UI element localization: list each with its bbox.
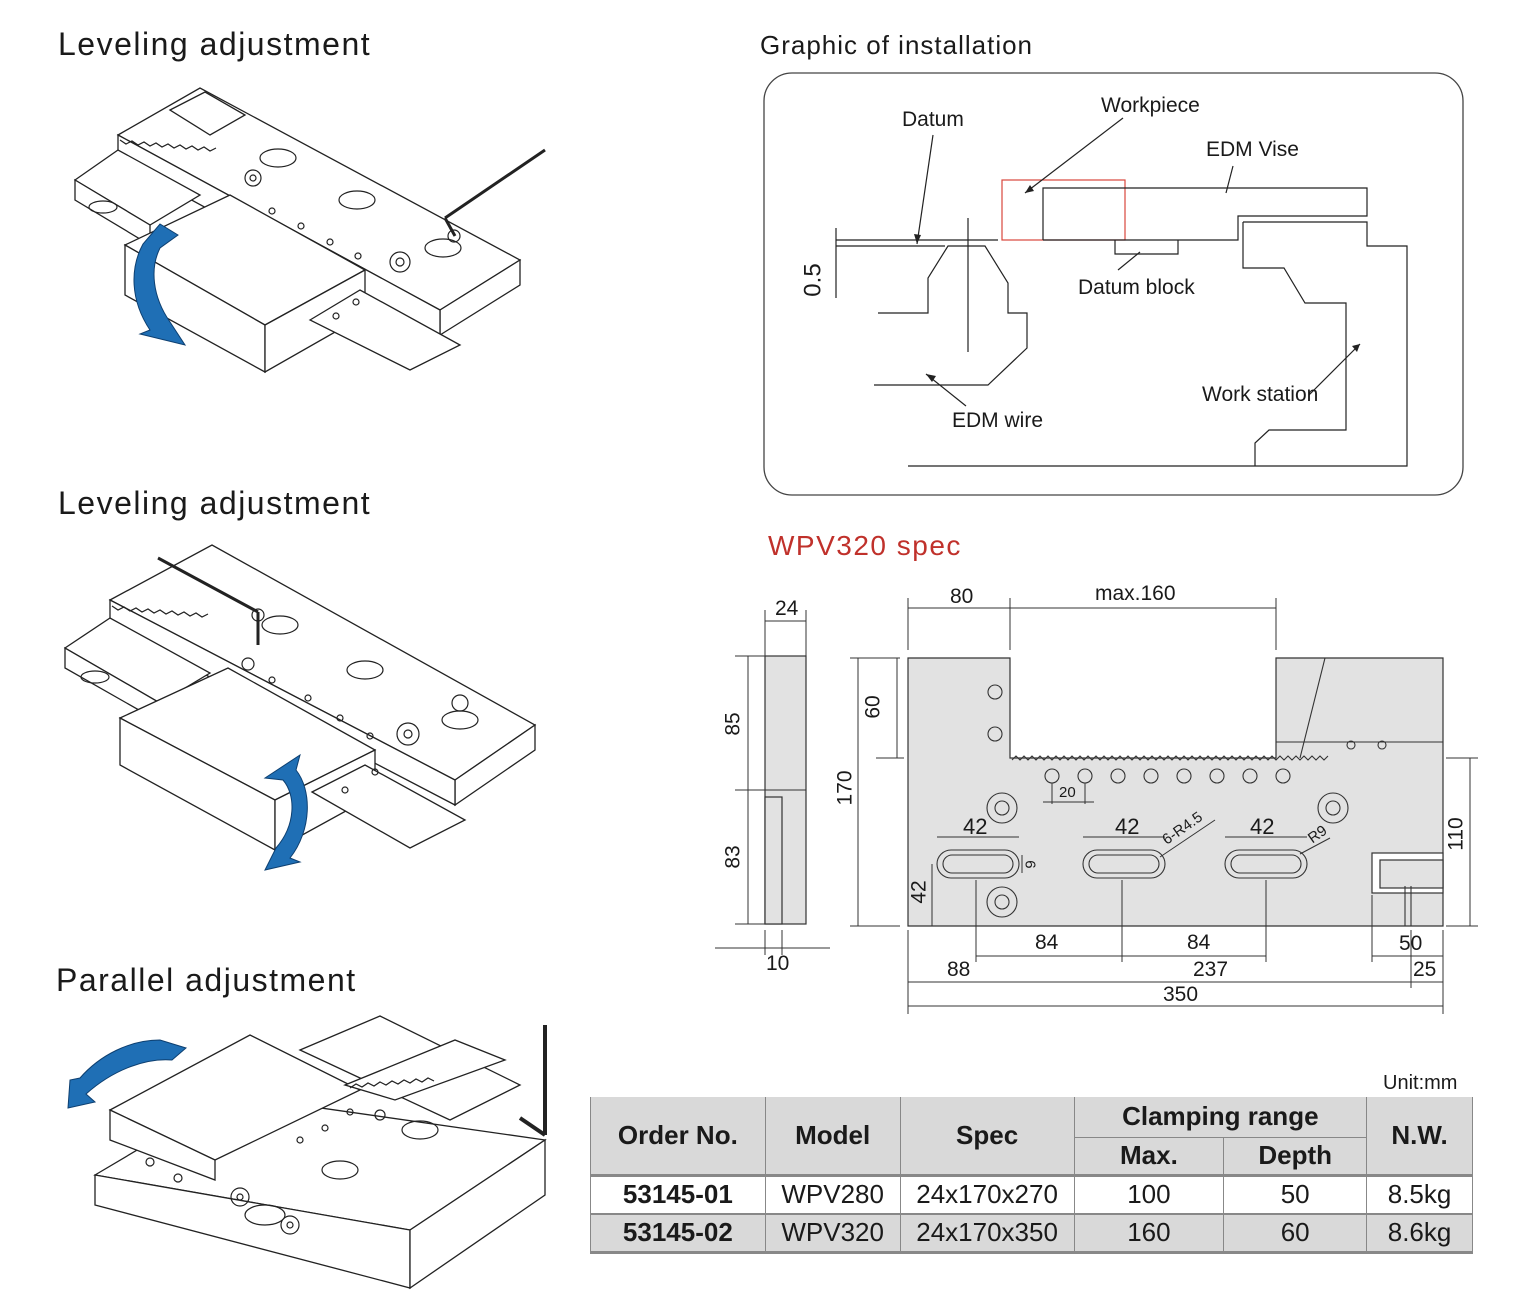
table-row: 53145-01 WPV280 24x170x270 100 50 8.5kg (590, 1173, 1473, 1214)
unit-label: Unit:mm (1383, 1072, 1458, 1094)
label-edm-wire: EDM wire (952, 409, 1044, 432)
spec-table: Order No. Model Spec Clamping range N.W.… (590, 1097, 1473, 1254)
cell-depth: 50 (1223, 1173, 1368, 1214)
dim-60: 60 (861, 695, 885, 719)
spec-drawing (715, 598, 1478, 1014)
cell-model: WPV320 (764, 1212, 901, 1254)
arrow-rotate-icon-3 (67, 1039, 188, 1109)
header-clamping-range: Clamping range (1073, 1097, 1368, 1138)
heading-leveling-2: Leveling adjustment (58, 485, 372, 521)
heading-parallel: Parallel adjustment (56, 962, 357, 998)
dim-42-slot-1: 42 (963, 814, 988, 839)
cell-order-no: 53145-02 (590, 1212, 766, 1254)
cell-spec: 24x170x350 (899, 1212, 1075, 1254)
cell-model: WPV280 (764, 1173, 901, 1214)
dim-84-b: 84 (1187, 931, 1211, 954)
label-datum: Datum (902, 108, 964, 131)
dim-88: 88 (947, 958, 971, 981)
dim-110: 110 (1444, 817, 1468, 851)
dim-170: 170 (833, 770, 857, 806)
header-spec: Spec (899, 1097, 1075, 1175)
dim-42-slot-2: 42 (1115, 814, 1140, 839)
leveling-illustration-2 (63, 544, 537, 871)
header-max: Max. (1073, 1137, 1225, 1175)
dim-9: 9 (1022, 860, 1040, 869)
spec-title: WPV320 spec (768, 530, 962, 561)
dim-42-slot-3: 42 (1250, 814, 1275, 839)
dim-80: 80 (950, 585, 974, 608)
leveling-illustration-1 (73, 87, 546, 374)
cell-max: 160 (1073, 1212, 1225, 1254)
header-model: Model (764, 1097, 901, 1175)
parallel-illustration (67, 1015, 547, 1290)
dim-max-160: max.160 (1095, 582, 1176, 605)
dim-83: 83 (721, 845, 745, 869)
label-work-station: Work station (1202, 383, 1319, 406)
table-row: 53145-02 WPV320 24x170x350 160 60 8.6kg (590, 1212, 1473, 1254)
heading-leveling-1: Leveling adjustment (58, 26, 372, 62)
dim-25: 25 (1413, 958, 1437, 981)
dim-20: 20 (1059, 784, 1076, 801)
dim-24: 24 (775, 597, 799, 620)
cell-nw: 8.5kg (1366, 1173, 1473, 1214)
label-datum-block: Datum block (1078, 276, 1195, 299)
dim-84-a: 84 (1035, 931, 1059, 954)
dim-85: 85 (721, 712, 745, 736)
header-depth: Depth (1223, 1137, 1368, 1175)
dim-42-vertical: 42 (907, 880, 931, 904)
cell-spec: 24x170x270 (899, 1173, 1075, 1214)
label-edm-vise: EDM Vise (1206, 138, 1299, 161)
dim-50: 50 (1399, 932, 1423, 955)
installation-diagram (763, 72, 1464, 496)
dim-237: 237 (1193, 958, 1229, 981)
cell-nw: 8.6kg (1366, 1212, 1473, 1254)
cell-depth: 60 (1223, 1212, 1368, 1254)
label-workpiece: Workpiece (1101, 94, 1200, 117)
arrow-rotate-icon-1 (133, 223, 187, 346)
installation-title: Graphic of installation (760, 30, 1034, 60)
header-nw: N.W. (1366, 1097, 1473, 1175)
dim-350: 350 (1163, 983, 1199, 1006)
dim-10: 10 (766, 952, 790, 975)
arrow-rotate-icon-2 (263, 753, 308, 871)
header-order-no: Order No. (590, 1097, 766, 1175)
cell-order-no: 53145-01 (590, 1173, 766, 1214)
cell-max: 100 (1073, 1173, 1225, 1214)
